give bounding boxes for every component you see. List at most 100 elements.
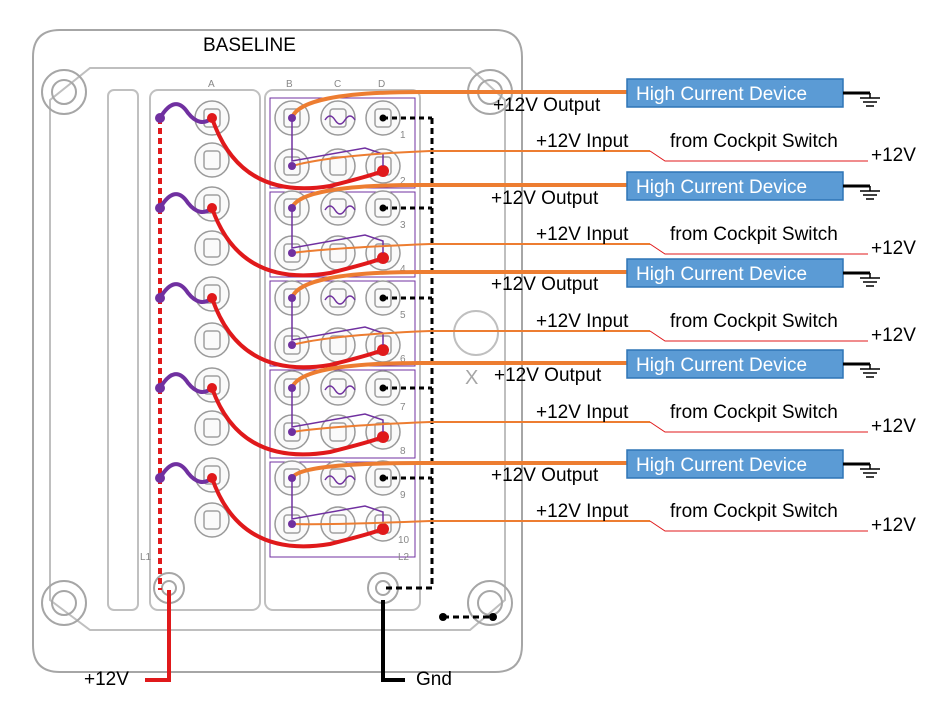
source-wire xyxy=(649,150,868,162)
device-label: High Current Device xyxy=(636,177,807,198)
relay-number-10: 10 xyxy=(398,535,410,546)
bottom-connections: +12V Gnd xyxy=(84,590,452,690)
device-box xyxy=(626,349,844,379)
input-wire xyxy=(291,330,650,346)
source-wire xyxy=(649,421,868,433)
source-wire xyxy=(649,243,868,255)
ground-icon xyxy=(860,464,880,478)
input-label: +12V Input xyxy=(536,501,629,522)
column-letter-a: A xyxy=(208,79,215,90)
output-wire xyxy=(290,361,627,389)
input-label: +12V Input xyxy=(536,402,629,423)
output-label: +12V Output xyxy=(494,365,602,386)
relay-power-dot xyxy=(377,523,389,535)
board-mark-l2: L2 xyxy=(398,552,410,563)
output-wire-dot xyxy=(288,384,296,392)
ground-icon xyxy=(860,93,880,107)
terminal-screw xyxy=(320,235,356,271)
source-voltage: +12V xyxy=(871,145,916,166)
device-label: High Current Device xyxy=(636,264,807,285)
relay-number-2: 2 xyxy=(400,176,406,187)
output-wire-dot xyxy=(288,204,296,212)
jumper-wire xyxy=(158,462,214,484)
relay-coil xyxy=(324,475,356,485)
power-feed-wire xyxy=(145,590,171,682)
output-label: +12V Output xyxy=(491,465,599,486)
terminal-screw xyxy=(194,322,230,358)
device-label: High Current Device xyxy=(636,84,807,105)
device-box xyxy=(626,171,844,201)
relay-coil xyxy=(324,295,356,305)
relay-number-1: 1 xyxy=(400,130,406,141)
input-wire-dot xyxy=(288,162,296,170)
output-label: +12V Output xyxy=(493,95,601,116)
terminal-screw xyxy=(320,414,356,450)
relay-coil xyxy=(324,115,356,125)
source-label: from Cockpit Switch xyxy=(670,402,838,423)
relay-number-3: 3 xyxy=(400,220,406,231)
jumper-wire xyxy=(158,102,214,124)
jumper-dot xyxy=(155,203,165,213)
relay-coil xyxy=(324,385,356,395)
input-wire-dot xyxy=(288,341,296,349)
ground-link-dot xyxy=(379,294,387,302)
source-voltage: +12V xyxy=(871,515,916,536)
ground-bus-wire xyxy=(383,118,434,590)
relay-power-dot xyxy=(377,165,389,177)
input-wire xyxy=(291,243,650,254)
source-label: from Cockpit Switch xyxy=(670,131,838,152)
output-wire xyxy=(290,90,627,119)
output-wire xyxy=(290,461,627,480)
wires xyxy=(155,102,497,621)
terminal-screw xyxy=(194,502,230,538)
source-label: from Cockpit Switch xyxy=(670,501,838,522)
relay-coil xyxy=(324,205,356,215)
relay-power-wire xyxy=(210,207,384,278)
jumper-dot xyxy=(155,473,165,483)
relay-power-dot xyxy=(377,344,389,356)
relay-power-dot xyxy=(377,252,389,264)
device-row: High Current Device+12V Output+12V Input… xyxy=(288,171,916,259)
output-wire-dot xyxy=(288,294,296,302)
board-hole-right xyxy=(453,310,499,356)
source-label: from Cockpit Switch xyxy=(670,224,838,245)
source-wire xyxy=(649,330,868,342)
jumper-wire xyxy=(158,192,214,214)
mount-hole-bl xyxy=(41,580,87,626)
device-label: High Current Device xyxy=(636,455,807,476)
relay-power-wire xyxy=(210,477,384,549)
ground-icon xyxy=(860,186,880,200)
ground-label: Gnd xyxy=(416,669,452,690)
source-voltage: +12V xyxy=(871,416,916,437)
device-box xyxy=(626,258,844,288)
ground-feed-wire xyxy=(381,600,405,682)
relay-number-6: 6 xyxy=(400,354,406,365)
relay-number-9: 9 xyxy=(400,490,406,501)
device-row: High Current Device +12V Output +12V Input… xyxy=(288,449,916,536)
jumper-dot xyxy=(155,113,165,123)
relay-trace xyxy=(291,480,384,524)
input-wire xyxy=(291,150,650,167)
source-wire xyxy=(649,520,868,532)
relay-number-7: 7 xyxy=(400,402,406,413)
input-wire-dot xyxy=(288,249,296,257)
input-wire xyxy=(291,421,650,433)
relay-trace xyxy=(291,210,384,253)
input-wire-dot xyxy=(288,428,296,436)
relay-number-8: 8 xyxy=(400,446,406,457)
ground-icon xyxy=(860,364,880,378)
mount-hole-tl xyxy=(41,69,87,115)
jumper-dot xyxy=(155,383,165,393)
relay-trace xyxy=(291,120,384,166)
terminal-screw xyxy=(320,460,356,496)
relay-numbers: 1 2 3 4 5 6 7 8 9 10 xyxy=(398,130,410,546)
mount-hole-br xyxy=(467,580,513,626)
relay-number-4: 4 xyxy=(400,264,406,275)
column-letters: A B C D xyxy=(208,79,385,90)
input-wire xyxy=(291,520,650,526)
terminal-screw xyxy=(320,148,356,184)
jumper-wire xyxy=(158,282,214,304)
device-row: High Current Device+12V Output+12V Input… xyxy=(288,78,916,170)
relay-trace xyxy=(291,300,384,345)
ground-link-dot xyxy=(379,114,387,122)
